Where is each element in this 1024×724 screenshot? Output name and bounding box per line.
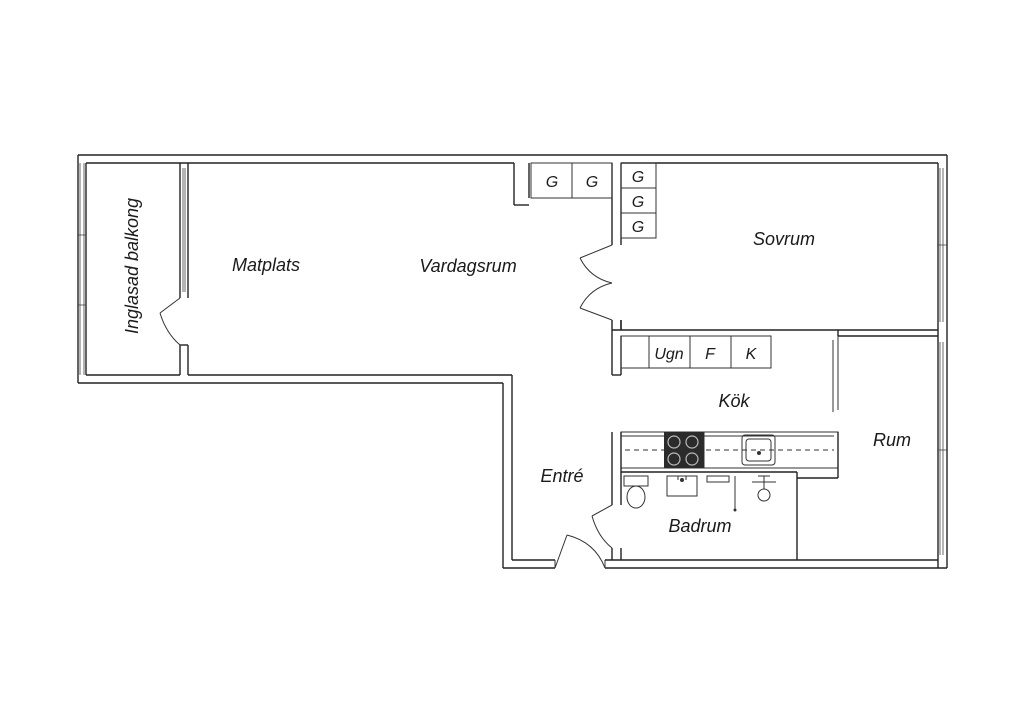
fridge-label: K [746,346,758,363]
room-label-room: Rum [873,430,911,450]
room-label-kitchen: Kök [718,391,750,411]
room-label-balcony: Inglasad balkong [122,198,142,334]
toilet-icon [623,475,649,487]
wardrobe-label: G [632,169,644,186]
room-label-dining: Matplats [232,255,300,275]
room-label-living-room: Vardagsrum [419,256,516,276]
room-label-bathroom: Badrum [668,516,731,536]
wardrobes: G G G G G [530,162,657,239]
wardrobe-label: G [586,174,598,191]
sink-icon [741,434,776,466]
oven-label: Ugn [654,346,683,363]
freezer-label: F [705,346,716,363]
washbasin-icon [666,475,698,497]
shower-icon [757,488,771,502]
room-label-entrance: Entré [540,466,583,486]
wardrobe-label: G [632,194,644,211]
room-walls [838,335,947,555]
outer-walls [77,154,948,569]
bathroom [591,432,838,560]
wardrobe-label: G [546,174,558,191]
room-label-bedroom: Sovrum [753,229,815,249]
entrance-door [554,534,606,569]
balcony-walls [78,162,189,376]
wardrobe-label: G [632,219,644,236]
